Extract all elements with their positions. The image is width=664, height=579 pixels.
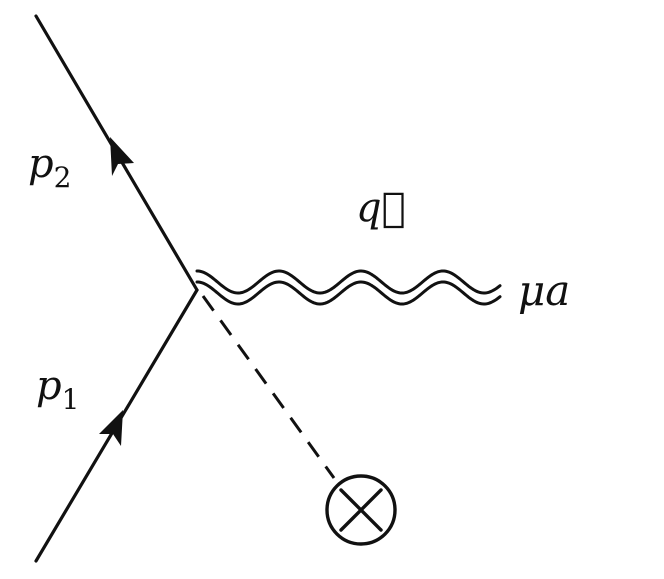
dashed-line-source <box>201 295 336 479</box>
label-p1-index: 1 <box>61 382 80 416</box>
label-p2-symbol: p <box>28 141 54 187</box>
label-p1-symbol: p <box>36 363 62 409</box>
label-mu-a: μa <box>518 266 571 315</box>
circled-times-icon <box>325 474 397 546</box>
label-p2: p2 <box>28 144 71 192</box>
wavy-line-lower <box>195 280 502 306</box>
wavy-line-upper <box>195 269 502 295</box>
label-momentum-q: q⃗ <box>356 185 406 231</box>
arrow-p1-icon <box>99 410 123 446</box>
label-p2-index: 2 <box>53 160 72 194</box>
label-p1: p1 <box>36 366 79 414</box>
arrow-p2-icon <box>110 137 134 176</box>
